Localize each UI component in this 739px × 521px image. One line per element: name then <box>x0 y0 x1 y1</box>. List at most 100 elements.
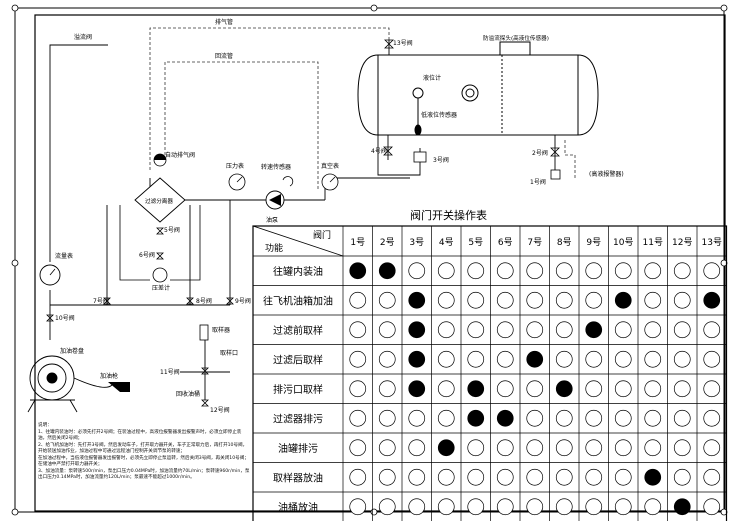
valve-closed-dot <box>496 291 514 309</box>
valve-closed-dot <box>673 291 691 309</box>
valve-closed-dot <box>614 468 632 486</box>
valve-header: 8号 <box>557 237 572 248</box>
nozzle-label: 加油枪 <box>100 372 118 380</box>
valve-closed-dot <box>526 291 544 309</box>
valve-closed-dot <box>496 380 514 398</box>
valve-open-dot <box>378 262 396 280</box>
valve-header: 5号 <box>468 237 483 248</box>
valve-closed-dot <box>703 350 721 368</box>
valve-open-dot <box>496 409 514 427</box>
notes-block: 说明： 1、往罐内装油时：必须先打开2号阀；在装油过程中，高液位报警器发出报警声… <box>38 423 250 482</box>
valve-closed-dot <box>437 409 455 427</box>
valve-header: 1号 <box>350 237 365 248</box>
valve-open-dot <box>408 291 426 309</box>
valve-closed-dot <box>378 468 396 486</box>
valve-closed-dot <box>496 350 514 368</box>
valve-open-dot <box>349 262 367 280</box>
valve-closed-dot <box>408 498 426 516</box>
exhaust-pipe-label: 排气管 <box>215 18 233 26</box>
valve-closed-dot <box>349 321 367 339</box>
valve6-label: 6号阀 <box>139 251 155 259</box>
row-function-label: 取样器放油 <box>273 471 323 484</box>
valve-closed-dot <box>408 439 426 457</box>
row-function-label: 往罐内装油 <box>273 265 323 278</box>
row-function-label: 排污口取样 <box>273 383 323 396</box>
hose-reel <box>27 355 113 413</box>
valve-open-dot <box>408 321 426 339</box>
speed-sensor-label: 转速传感器 <box>261 163 291 171</box>
valve-closed-dot <box>349 291 367 309</box>
valve-closed-dot <box>349 498 367 516</box>
hose-reel-label: 加油卷盘 <box>60 347 84 355</box>
row-function-label: 过滤后取样 <box>273 353 323 366</box>
valve-symbols <box>46 39 560 407</box>
notes-line: 1、往罐内装油时：必须先打开2号阀；在装油过程中，高液位报警器发出报警声时，必须… <box>38 429 242 442</box>
oil-pump-label: 油泵 <box>266 216 278 224</box>
valve-closed-dot <box>526 321 544 339</box>
valve-closed-dot <box>703 439 721 457</box>
valve-closed-dot <box>673 262 691 280</box>
valve-open-dot <box>644 468 662 486</box>
valve-closed-dot <box>703 321 721 339</box>
valve-closed-dot <box>644 409 662 427</box>
valve-header: 13号 <box>702 237 722 248</box>
valve-closed-dot <box>614 498 632 516</box>
fuel-tank <box>357 41 599 136</box>
corner-bottom: 功能 <box>265 242 283 254</box>
valve-open-dot <box>555 380 573 398</box>
valve-closed-dot <box>644 439 662 457</box>
pressure-gauge-label: 压力表 <box>226 162 244 170</box>
valve-closed-dot <box>555 498 573 516</box>
valve-closed-dot <box>526 439 544 457</box>
notes-line: 在储油中严禁打开取力器开关； <box>38 462 103 467</box>
valve-closed-dot <box>585 350 603 368</box>
notes-line: 在加油过程中，当低液位报警器发出报警时，必须先立即停止泵运转，然后关闭3号阀，再… <box>38 455 249 461</box>
valve-closed-dot <box>644 291 662 309</box>
valve-closed-dot <box>585 498 603 516</box>
valve-closed-dot <box>437 350 455 368</box>
vacuum-gauge-label: 真空表 <box>321 162 339 170</box>
table-title: 阀门开关操作表 <box>410 208 487 222</box>
valve-closed-dot <box>673 380 691 398</box>
valve13-label: 13号阀 <box>393 39 413 47</box>
valve-closed-dot <box>555 291 573 309</box>
valve-closed-dot <box>585 291 603 309</box>
notes-line: 2、给飞机加油时：先打开3号阀，然后发动车子，打开取力器开关，车子正常取力后，再… <box>38 442 248 455</box>
valve-closed-dot <box>437 380 455 398</box>
valve-closed-dot <box>614 262 632 280</box>
valve-open-dot <box>526 350 544 368</box>
valve-closed-dot <box>378 498 396 516</box>
valve-closed-dot <box>703 262 721 280</box>
notes-line: 3、加油流量：泵转速500r/min，泵出口压力0.04MPa时，加油流量约70… <box>38 468 250 481</box>
valve-header: 3号 <box>409 237 424 248</box>
valve8-label: 8号阀 <box>196 297 212 305</box>
valve-closed-dot <box>437 291 455 309</box>
valve-closed-dot <box>437 498 455 516</box>
valve-closed-dot <box>644 350 662 368</box>
valve-closed-dot <box>555 468 573 486</box>
speed-sensor <box>282 176 294 187</box>
valve-open-dot <box>437 439 455 457</box>
row-function-label: 过滤器排污 <box>273 412 323 425</box>
valve-closed-dot <box>614 380 632 398</box>
valve-header: 4号 <box>439 237 454 248</box>
valve-closed-dot <box>585 262 603 280</box>
valve-open-dot <box>673 498 691 516</box>
valve-closed-dot <box>408 468 426 486</box>
valve-closed-dot <box>644 262 662 280</box>
anti-overflow-label: 防溢流探头(高液位传感器) <box>483 34 549 42</box>
valve-closed-dot <box>673 409 691 427</box>
filter-separator <box>134 177 186 223</box>
valve4-label: 4号阀 <box>371 147 387 155</box>
valve-closed-dot <box>349 468 367 486</box>
sampler <box>199 324 209 341</box>
valve2-label: 2号阀 <box>532 149 548 157</box>
outlet-label: 取样口 <box>220 349 238 357</box>
valve9-label: 9号阀 <box>235 297 251 305</box>
diff-gauge-label: 压差计 <box>152 284 170 292</box>
valve-closed-dot <box>526 468 544 486</box>
valve-closed-dot <box>378 439 396 457</box>
valve-closed-dot <box>496 468 514 486</box>
